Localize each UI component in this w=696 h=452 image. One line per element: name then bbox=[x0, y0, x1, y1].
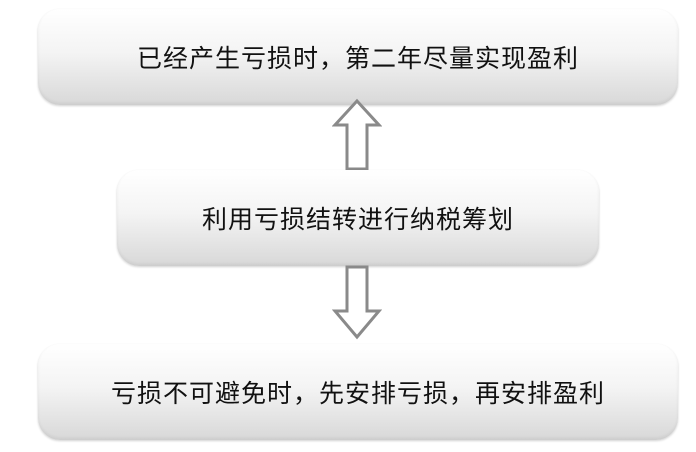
step-box-middle: 利用亏损结转进行纳税筹划 bbox=[117, 170, 599, 266]
up-arrow-icon bbox=[332, 98, 382, 171]
step-text-bottom: 亏损不可避免时，先安排亏损，再安排盈利 bbox=[110, 379, 605, 408]
step-box-bottom: 亏损不可避免时，先安排亏损，再安排盈利 bbox=[38, 344, 678, 440]
step-box-top: 已经产生亏损时，第二年尽量实现盈利 bbox=[38, 9, 678, 105]
step-text-middle: 利用亏损结转进行纳税筹划 bbox=[201, 205, 514, 234]
down-arrow-icon bbox=[332, 265, 382, 340]
step-text-top: 已经产生亏损时，第二年尽量实现盈利 bbox=[136, 44, 579, 73]
